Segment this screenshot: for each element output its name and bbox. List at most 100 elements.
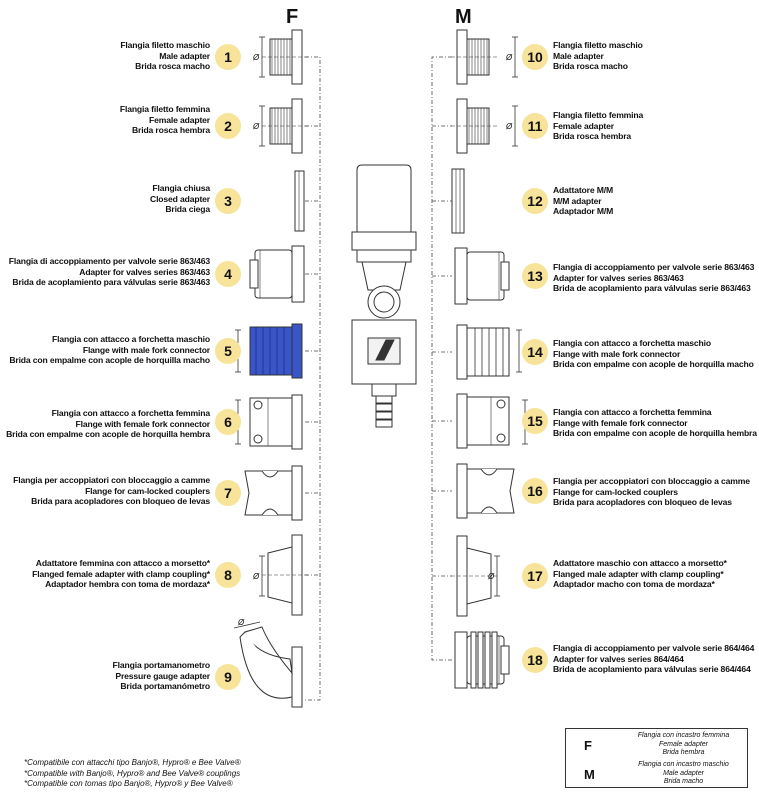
item-description-line: Flange for cam-locked couplers [553, 486, 678, 497]
item-number-badge: 2 [215, 113, 241, 139]
item-number-badge: 13 [522, 263, 548, 289]
part-outline [291, 245, 305, 303]
item-description-line: Female adapter [553, 120, 614, 131]
item-number-badge: 10 [522, 44, 548, 70]
fitting-part [262, 534, 310, 616]
part-outline [291, 394, 303, 450]
item-description-line: Adaptador M/M [553, 206, 614, 217]
hose-barb [375, 419, 393, 428]
footnote-line: *Compatible with Banjo®, Hypro® and Bee … [24, 768, 241, 778]
item-description-line: Flangia con attacco a forchetta femmina [51, 408, 211, 418]
diameter-symbol: Ø [237, 618, 245, 627]
item-description-line: Brida con empalme con acople de horquill… [553, 428, 757, 439]
diameter-symbol: Ø [505, 122, 513, 131]
fitting-part [456, 324, 510, 380]
fitting-part [454, 247, 510, 305]
item-description-line: Adaptador macho con toma de mordaza* [553, 579, 715, 590]
item-description-line: Brida con empalme con acople de horquill… [6, 429, 210, 440]
part-outline [480, 506, 498, 514]
part-outline [261, 470, 279, 478]
valve-port-inner [373, 291, 395, 313]
fitting-part [449, 535, 497, 617]
item-description-line: Flangia filetto femmina [119, 104, 210, 114]
part-outline [451, 168, 465, 234]
valve-logo [375, 339, 395, 361]
item-description-line: Adattatore maschio con attacco a morsett… [553, 558, 727, 568]
item-number-badge: 12 [522, 188, 548, 214]
part-outline [470, 631, 477, 689]
footnotes: *Compatibile con attacchi tipo Banjo®, H… [24, 758, 241, 790]
part-outline [454, 247, 468, 305]
part-outline [496, 433, 506, 443]
item-description-line: Brida rosca hembra [131, 125, 210, 136]
item-number-badge: 11 [522, 113, 548, 139]
legend-text-f: Flangia con incastro femmina Female adap… [621, 732, 746, 758]
item-description-line: Flangia di accoppiamento per valvole ser… [553, 643, 755, 653]
item-number-badge: 9 [215, 664, 241, 690]
item-description-line: Male adapter [159, 50, 210, 61]
diameter-symbol: Ø [252, 53, 260, 62]
item-description-line: Flangia filetto maschio [120, 40, 210, 50]
item-description-line: Flange for cam-locked couplers [85, 485, 210, 496]
item-description-line: Adattatore femmina con attacco a morsett… [35, 558, 210, 568]
part-outline [291, 646, 303, 708]
item-description-line: Flangia con attacco a forchetta maschio [52, 334, 210, 344]
item-description-line: Flangia con attacco a forchetta maschio [553, 338, 711, 348]
fitting-part [456, 393, 510, 449]
legend-line: Flangia con incastro maschio [638, 761, 729, 768]
item-number-badge: 17 [522, 563, 548, 589]
part-outline [480, 468, 498, 476]
item-description-line: M/M adapter [553, 195, 602, 206]
fitting-part [449, 29, 497, 85]
valve-cap [356, 164, 412, 233]
item-description-line: Flange with male fork connector [82, 344, 210, 355]
item-description-line: Brida rosca hembra [553, 131, 632, 142]
item-description-line: Flange with female fork connector [75, 418, 211, 429]
diameter-symbol: Ø [487, 572, 495, 581]
item-description-line: Male adapter [553, 50, 604, 61]
item-description-line: Pressure gauge adapter [115, 670, 210, 681]
legend-line: Flangia con incastro femmina [637, 732, 730, 739]
part-outline [484, 631, 491, 689]
item-description-line: Flange with male fork connector [553, 348, 681, 359]
part-outline [477, 631, 484, 689]
fitting-part [451, 168, 465, 234]
hose-barb [375, 403, 393, 412]
item-description-line: Flangia portamanometro [112, 660, 211, 670]
item-number-badge: 5 [215, 338, 241, 364]
valve-ring [356, 249, 412, 263]
fitting-part [294, 170, 305, 232]
item-description-line: Flanged male adapter with clamp coupling… [553, 568, 724, 579]
part-outline [456, 463, 468, 519]
item-number-badge: 6 [215, 409, 241, 435]
item-description: Adattatore maschio con attacco a morsett… [553, 558, 727, 590]
diameter-symbol: Ø [505, 53, 513, 62]
item-description-line: Flangia chiusa [152, 183, 210, 193]
legend-line: Male adapter [663, 769, 704, 777]
footnote-line: *Compatible con tomas tipo Banjo®, Hypro… [24, 779, 233, 788]
column-heading-f: F [286, 6, 299, 28]
part-outline [261, 508, 279, 516]
part-outline [496, 399, 506, 409]
part-outline [291, 323, 303, 379]
fitting-part [249, 323, 303, 379]
item-number-badge: 14 [522, 339, 548, 365]
fitting-part [449, 98, 497, 154]
fitting-part [249, 394, 303, 450]
legend-line: Female adapter [658, 740, 709, 748]
item-description: Adattatore femmina con attacco a morsett… [0, 558, 210, 590]
part-outline [500, 645, 510, 675]
fitting-part [244, 465, 303, 521]
part-outline [491, 631, 498, 689]
legend-text-m: Flangia con incastro maschio Male adapte… [621, 761, 746, 787]
fitting-part [239, 626, 303, 708]
item-description-line: Brida con empalme con acople de horquill… [553, 359, 754, 370]
fitting-part [454, 631, 510, 689]
item-number-badge: 4 [215, 261, 241, 287]
valve-collar [351, 231, 417, 251]
item-description-line: Adattatore M/M [553, 185, 613, 195]
